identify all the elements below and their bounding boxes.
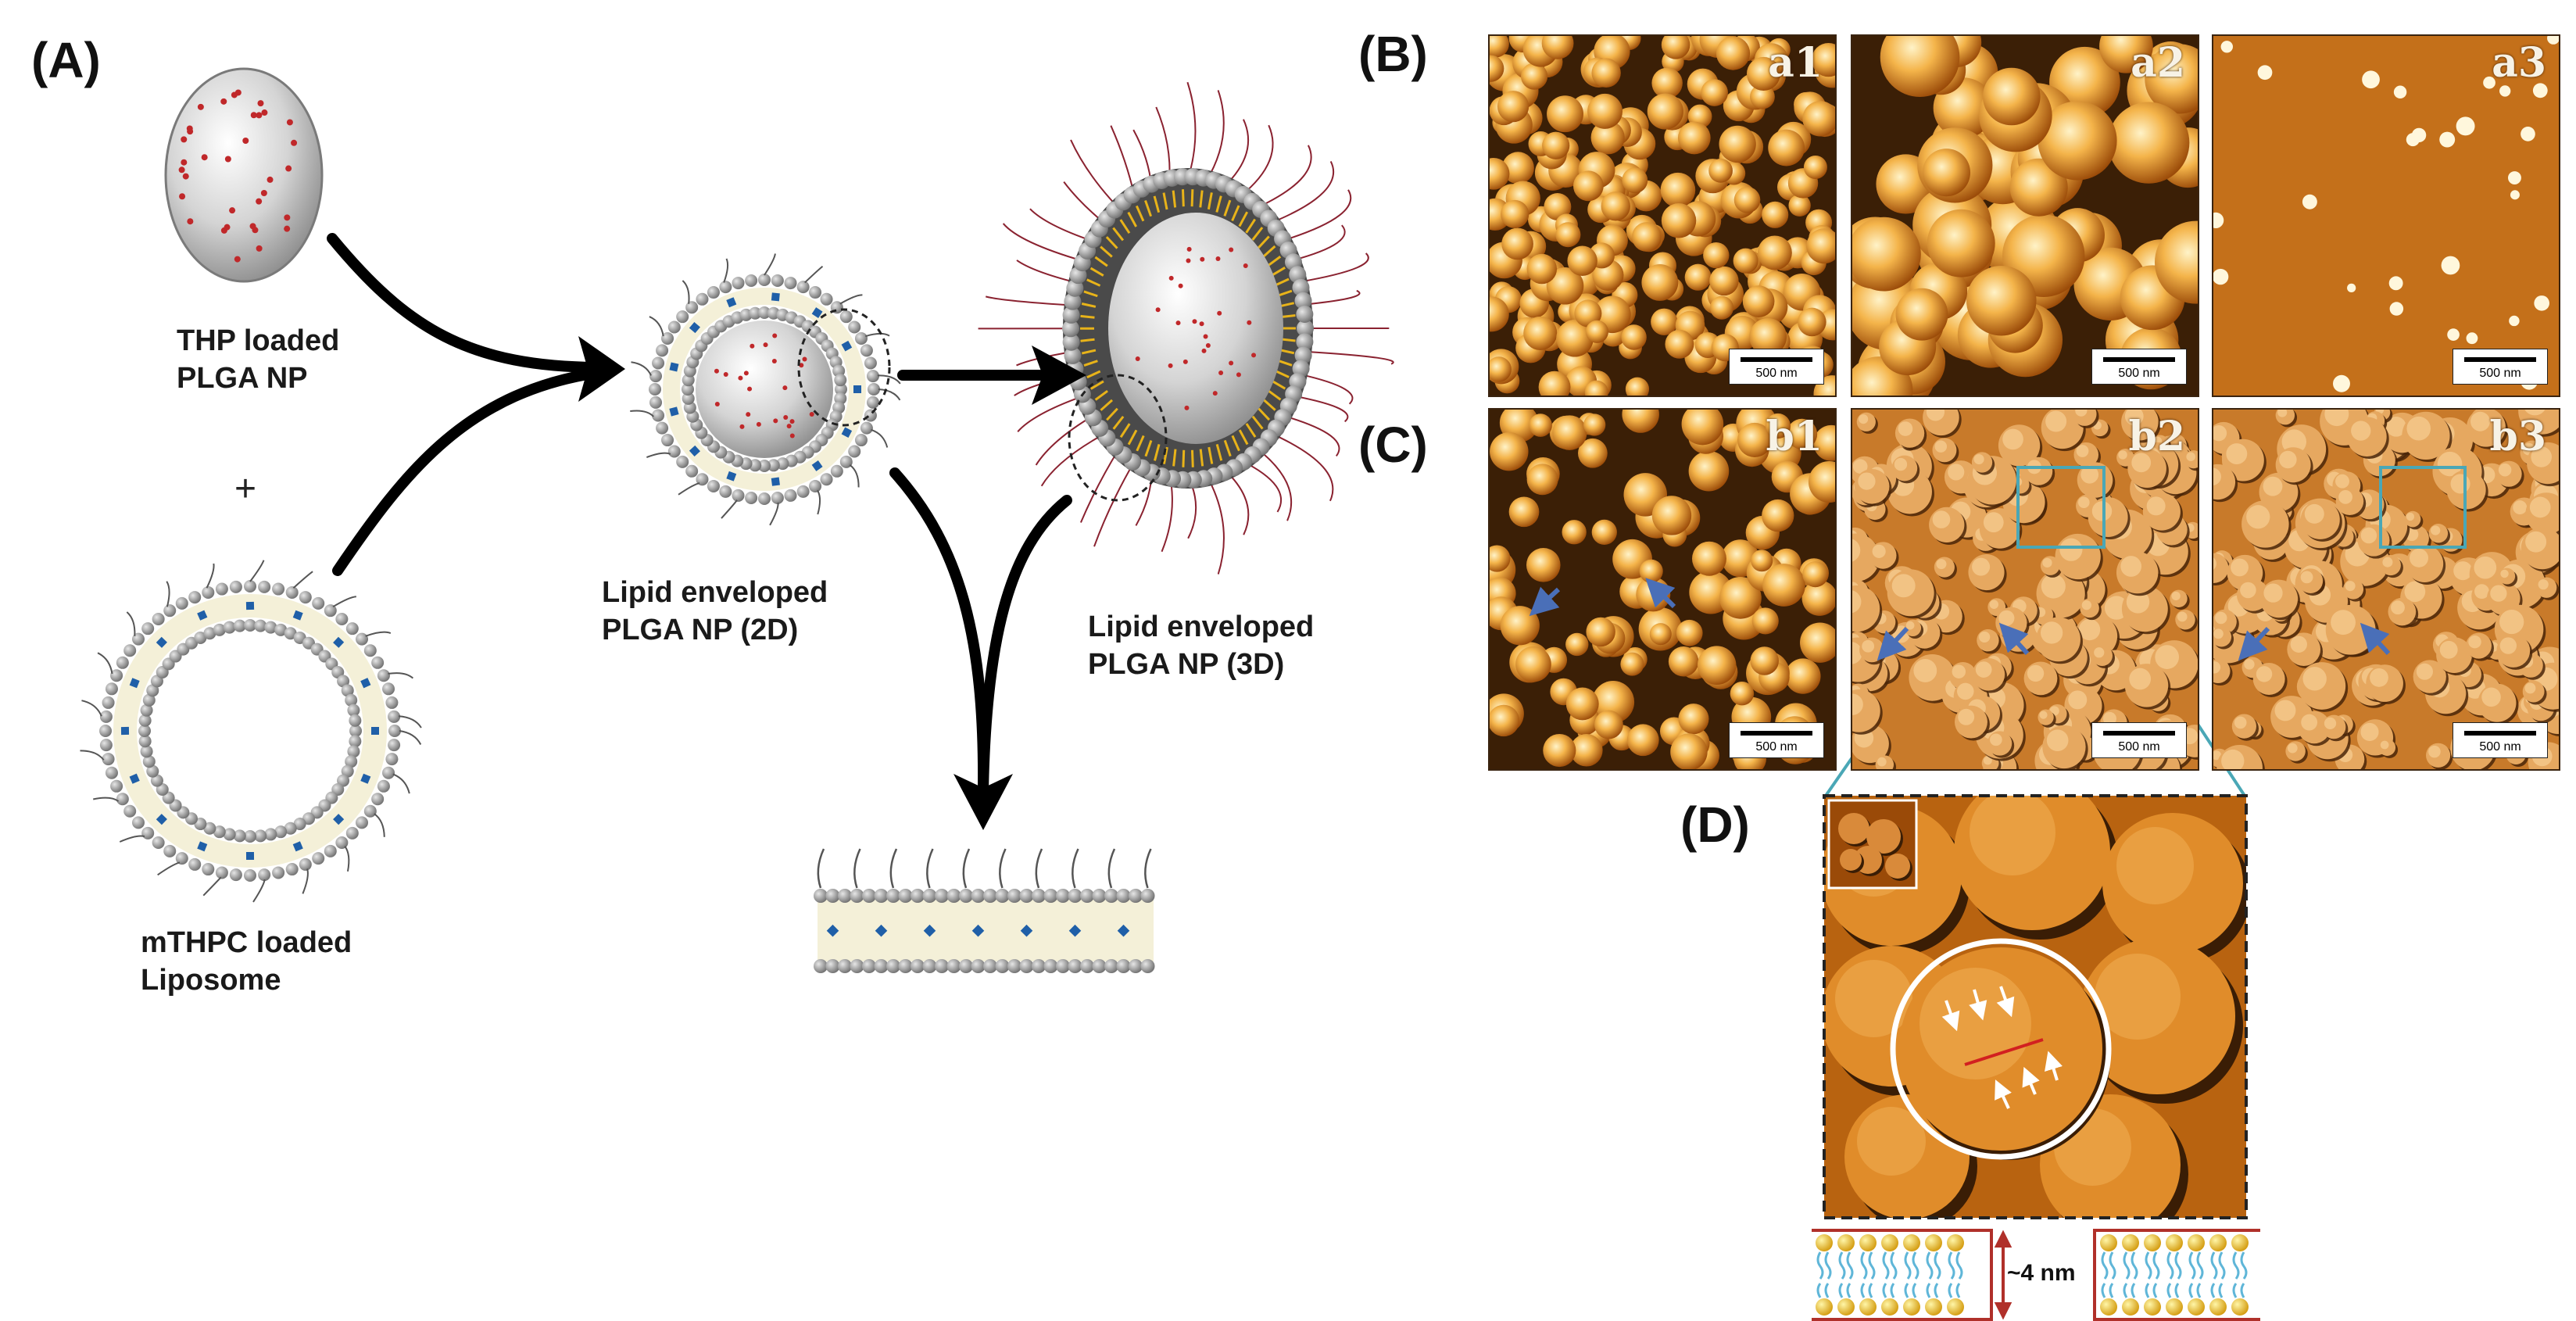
arrowhead-merge-icon — [578, 336, 625, 402]
panel-label-b: (B) — [1358, 26, 1428, 82]
liposome-caption: mTHPC loaded Liposome — [141, 926, 352, 997]
afm-particles — [2213, 410, 2559, 769]
afm-tile-a3: a3 500 nm — [2212, 34, 2560, 397]
drug-dots — [178, 89, 298, 263]
arrow-curved-2d-down — [889, 467, 989, 795]
schematic-arrows — [327, 233, 1072, 795]
scale-bar: 500 nm — [2453, 722, 2548, 758]
afm-detail-image — [1823, 794, 2248, 1219]
afm-tile-a1: a1 500 nm — [1488, 34, 1837, 397]
arrowhead-down-icon — [953, 774, 1013, 830]
arrow-heads — [578, 336, 1086, 830]
np-2d-caption: Lipid enveloped PLGA NP (2D) — [602, 576, 828, 646]
scale-bar: 500 nm — [1729, 722, 1824, 758]
panel-label-a: (A) — [31, 32, 101, 88]
afm-tile-a2: a2 500 nm — [1851, 34, 2199, 397]
tile-label: a1 — [1768, 39, 1823, 87]
bilayer-thickness-diagram — [1816, 1234, 2249, 1316]
tile-label: b3 — [2489, 413, 2546, 460]
zoom-region-box — [2016, 466, 2106, 549]
arrow-curved-3d-down — [978, 495, 1072, 795]
np-3d-caption: Lipid enveloped PLGA NP (3D) — [1088, 610, 1315, 681]
arrowhead-2d-to-3d-icon — [1032, 345, 1086, 405]
afm-tile-b2: b2 500 nm — [1851, 408, 2199, 771]
panel-label-d: (D) — [1680, 797, 1750, 853]
afm-particles — [1852, 36, 2198, 396]
lipid-enveloped-np-3d-icon — [978, 81, 1394, 575]
white-arrows — [1941, 986, 2063, 1109]
afm-tile-b3: b3 500 nm — [2212, 408, 2560, 771]
afm-tile-b1: b1 500 nm — [1488, 408, 1837, 771]
afm-particles — [1852, 410, 2198, 769]
scale-bar: 500 nm — [2453, 349, 2548, 385]
scale-bar: 500 nm — [2091, 722, 2187, 758]
thp-plga-caption: THP loaded PLGA NP — [177, 324, 340, 395]
bilayer-thickness-label: ~4 nm — [2007, 1260, 2076, 1286]
thickness-bracket — [1812, 1229, 2260, 1321]
scale-bar: 500 nm — [2091, 349, 2187, 385]
diameter-line — [1964, 1038, 2044, 1066]
arrow-liposome-to-2d — [332, 367, 607, 576]
plus-sign: + — [234, 468, 257, 510]
plga-nanoparticle-icon — [164, 67, 324, 283]
tile-label: a2 — [2131, 39, 2185, 87]
tile-label: a3 — [2492, 39, 2546, 87]
tile-label: b2 — [2128, 413, 2185, 460]
afm-particles — [1490, 410, 1835, 769]
lipid-enveloped-np-2d-icon — [630, 253, 901, 526]
scale-bar: 500 nm — [1729, 349, 1824, 385]
afm-particles — [1490, 36, 1835, 396]
thickness-arrow — [1994, 1230, 2012, 1320]
tile-label: b1 — [1766, 413, 1823, 460]
panel-label-c: (C) — [1358, 417, 1428, 473]
liposome-icon — [80, 560, 422, 903]
afm-particles — [2213, 36, 2559, 396]
zoom-region-box — [2379, 466, 2467, 549]
arrow-plga-to-2d — [327, 233, 607, 373]
flat-lipid-bilayer-icon — [814, 848, 1155, 973]
highlight-circle — [1890, 938, 2112, 1160]
